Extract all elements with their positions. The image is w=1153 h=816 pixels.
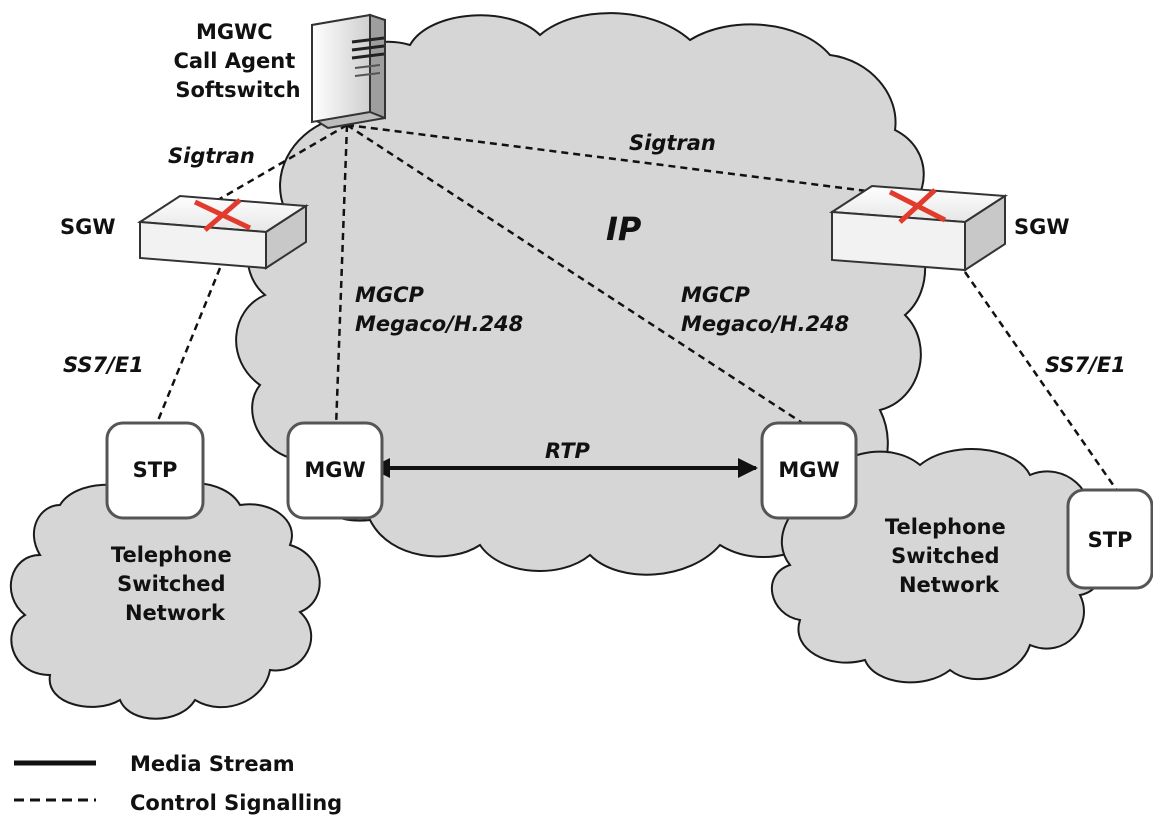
mgcp-label-right: MGCP [681, 283, 751, 307]
rtp-label: RTP [545, 439, 591, 463]
legend: Media Stream Control Signalling [14, 752, 342, 815]
sgw-label-right: SGW [1014, 215, 1070, 239]
svg-text:MGCP Megaco/H.248: MGCP Megaco/H.248 [355, 283, 523, 336]
sigtran-link-left [217, 123, 348, 202]
server-tower-icon [311, 13, 386, 130]
mgcp-link-right [346, 123, 811, 430]
sigtran-link-right [346, 123, 923, 200]
megaco-label-right: Megaco/H.248 [681, 312, 849, 336]
svg-text:MGWC Call Agent Softsw: MGWC Call Agent Softswitch [173, 20, 302, 102]
softswitch-label: Softswitch [175, 78, 300, 102]
sgw-label-left: SGW [60, 215, 116, 239]
svg-text:Telephone Switched Net: Telephone Switched Network [885, 515, 1013, 597]
sigtran-label-left: Sigtran [168, 144, 255, 168]
legend-control-signalling-label: Control Signalling [130, 791, 342, 815]
svg-text:Telephone Switched Net: Telephone Switched Network [111, 543, 239, 625]
stp-label-left: STP [133, 458, 178, 482]
ip-network-label: IP [606, 210, 642, 248]
mgcp-label-left: MGCP [355, 283, 425, 307]
pstn-cloud-left [9, 482, 321, 720]
ss7-label-right: SS7/E1 [1045, 353, 1126, 377]
router-switch-icon [828, 184, 1009, 272]
ss7-label-left: SS7/E1 [63, 353, 144, 377]
stp-node-left [105, 421, 205, 520]
router-switch-icon [136, 194, 310, 270]
mgcp-link-left [334, 124, 349, 429]
softswitch-label: MGWC [196, 20, 273, 44]
ss7-link-right [963, 271, 1120, 493]
pstn-label-left: Switched [117, 572, 225, 596]
sigtran-label-right: Sigtran [629, 131, 716, 155]
megaco-label-left: Megaco/H.248 [355, 312, 523, 336]
stp-label-right: STP [1088, 528, 1133, 552]
stp-node-right [1066, 488, 1153, 590]
mgw-node-left [286, 421, 384, 520]
ss7-link-left [153, 267, 222, 429]
pstn-label-left: Network [125, 601, 226, 625]
svg-text:MGCP Megaco/H.248: MGCP Megaco/H.248 [681, 283, 849, 336]
mgw-label-right: MGW [778, 458, 839, 482]
pstn-label-right: Switched [891, 544, 999, 568]
pstn-label-left: Telephone [111, 543, 232, 567]
mgw-label-left: MGW [304, 458, 365, 482]
softswitch-label: Call Agent [173, 49, 295, 73]
mgw-node-right [760, 421, 858, 520]
pstn-label-right: Network [899, 573, 1000, 597]
legend-media-stream-label: Media Stream [130, 752, 295, 776]
pstn-label-right: Telephone [885, 515, 1006, 539]
